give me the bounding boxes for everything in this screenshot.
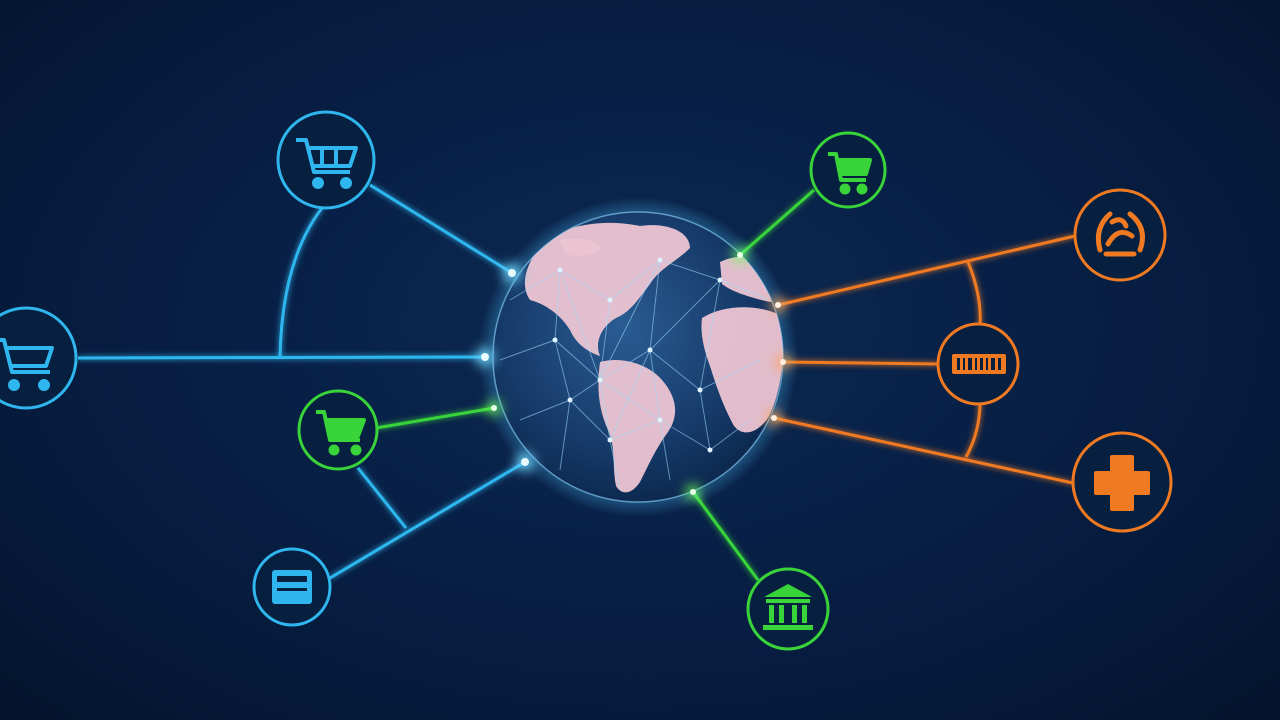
globe [478,197,798,517]
connector-bracket [966,261,982,327]
blue-connections [77,183,526,580]
connection-glows [476,248,790,499]
connector-line [739,188,815,257]
leaf-emblem-icon [1095,211,1145,257]
green-connections [375,188,815,581]
connector-line [773,416,1074,485]
shopping-cart-icon [316,410,366,456]
cart-node-green-left [297,389,379,471]
connector-arc [278,207,324,358]
cart-node-top [276,110,376,210]
orange-connections [773,234,1076,485]
connector-line [356,467,408,529]
connector-line [691,491,760,581]
card-reader-node [252,547,332,627]
connector-line [329,460,526,580]
medical-node [1071,431,1173,533]
shopping-cart-icon [296,138,358,189]
card-reader-icon [272,570,312,604]
connector-line [77,355,486,360]
bank-icon [763,584,813,630]
cart-node-left [0,306,78,410]
connector-line [777,234,1076,307]
bank-node [746,567,830,651]
connector-line [369,183,513,275]
network-nodes [552,257,723,453]
connector-line [375,406,495,430]
emblem-node [1073,188,1167,282]
shopping-cart-icon [828,152,872,195]
barcode-node [936,322,1020,406]
cart-node-green-top [809,131,887,209]
connector-line [782,360,939,366]
medical-cross-icon [1094,455,1150,511]
barcode-label-icon [952,354,1006,374]
shopping-cart-icon [0,338,54,391]
connector-bracket [964,401,982,458]
